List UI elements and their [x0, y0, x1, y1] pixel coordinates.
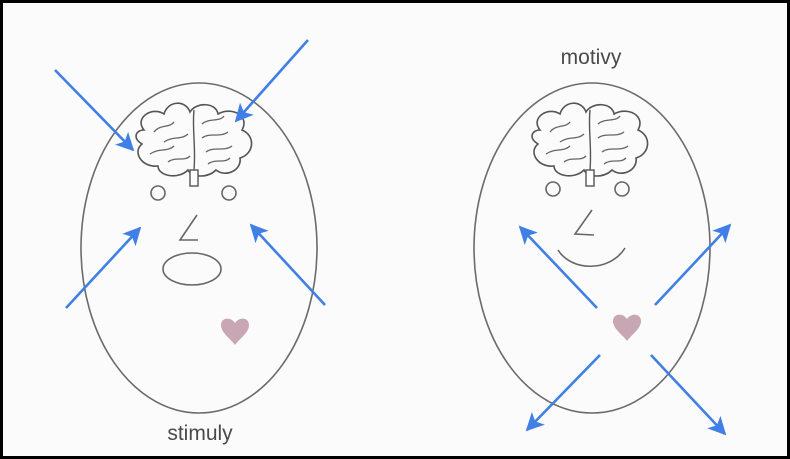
arrow-in-top-left [55, 70, 133, 150]
right-eye-left [546, 182, 560, 196]
heart-icon [613, 315, 641, 341]
arrow-in-top-right [236, 40, 308, 121]
arrow-in-bottom-right [251, 225, 325, 305]
brain-icon [532, 103, 647, 186]
stimuli-label: stimuly [167, 422, 233, 445]
arrow-out-up-left [520, 227, 597, 308]
right-mouth-smile [558, 248, 625, 266]
brain-icon [136, 103, 251, 186]
motives-label: motivy [561, 46, 622, 69]
arrow-out-down-right [651, 355, 725, 434]
left-eye-right [222, 186, 236, 200]
right-eye-right [615, 182, 629, 196]
left-nose [180, 215, 198, 240]
left-mouth-open [163, 253, 221, 285]
arrow-in-bottom-left [66, 228, 140, 308]
right-nose [575, 210, 594, 235]
left-eye-left [151, 186, 165, 200]
heart-icon [221, 319, 249, 345]
arrow-out-down-left [527, 355, 600, 430]
arrow-out-up-right [655, 225, 730, 305]
